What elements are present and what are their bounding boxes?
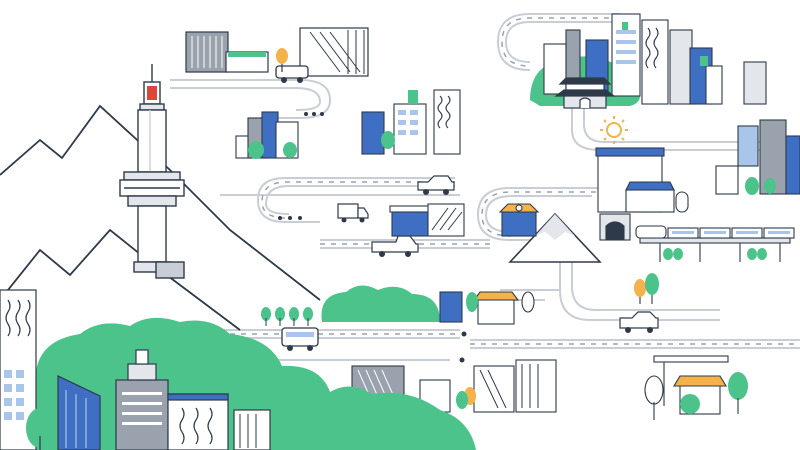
car-icon: [275, 65, 309, 83]
mountain-center: [508, 212, 602, 263]
car-icon: [619, 311, 659, 333]
tree-tall-right: [675, 191, 689, 213]
seoul-tower-icon: [119, 64, 185, 279]
bus-icon: [281, 327, 319, 351]
sun-icon: [600, 116, 628, 144]
buildings-top-center: [185, 27, 369, 77]
buildings-cluster-center: [361, 89, 461, 155]
palace-gate-icon: [554, 77, 616, 109]
building-blue-middle: [389, 203, 465, 237]
house-bottom-right: [644, 355, 748, 420]
car-icon: [417, 175, 455, 195]
building-market-right: [595, 147, 675, 241]
truck-icon: [337, 203, 369, 223]
road-markers: [278, 112, 467, 363]
foreground-buildings: [0, 289, 271, 450]
train-icon: [635, 225, 795, 262]
trees-under-bridge: [663, 248, 767, 260]
bushes-middle: [321, 285, 440, 322]
buildings-cluster-right: [715, 119, 800, 195]
buildings-cluster-left-top: [235, 111, 299, 159]
house-middle: [439, 291, 535, 325]
trees-top: [276, 48, 288, 72]
trees-orange-right: [634, 273, 659, 304]
temple-building: [498, 203, 540, 237]
trees-small-row: [261, 307, 313, 326]
mountains-left: [0, 104, 321, 331]
